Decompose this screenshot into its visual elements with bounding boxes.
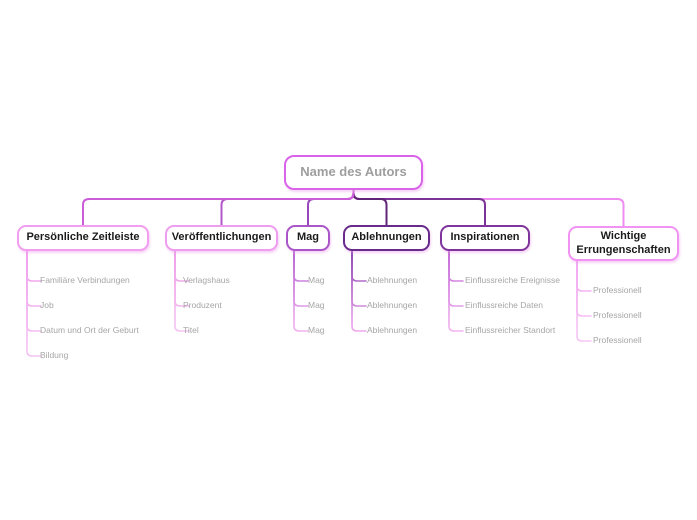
- topic-item[interactable]: Professionell: [593, 285, 642, 295]
- topic-item[interactable]: Titel: [183, 325, 199, 335]
- connector-line: [26, 250, 42, 307]
- branch-node-mag[interactable]: Mag: [286, 225, 330, 251]
- connector-line: [174, 250, 190, 332]
- topic-item[interactable]: Mag: [308, 275, 325, 285]
- connector-line: [351, 250, 367, 332]
- topic-item[interactable]: Einflussreiche Ereignisse: [465, 275, 560, 285]
- topic-item[interactable]: Professionell: [593, 335, 642, 345]
- topic-item[interactable]: Familiäre Verbindungen: [40, 275, 130, 285]
- branch-node-label: Persönliche Zeitleiste: [26, 231, 140, 244]
- branch-node-wichtige-errungenschaften[interactable]: Wichtige Errungenschaften: [568, 226, 679, 261]
- connector-line: [352, 189, 625, 227]
- topic-item[interactable]: Ablehnungen: [367, 275, 418, 285]
- topic-item[interactable]: Verlagshaus: [183, 275, 230, 285]
- topic-item[interactable]: Datum und Ort der Geburt: [40, 325, 139, 335]
- connector-line: [82, 189, 355, 226]
- connector-line: [293, 250, 309, 307]
- topic-item[interactable]: Einflussreicher Standort: [465, 325, 556, 335]
- connector-line: [576, 260, 592, 317]
- branch-node-inspirationen[interactable]: Inspirationen: [440, 225, 530, 251]
- root-node-label: Name des Autors: [300, 164, 407, 180]
- connector-line: [351, 250, 367, 282]
- connector-line: [448, 250, 464, 307]
- branch-node-ablehnungen[interactable]: Ablehnungen: [343, 225, 430, 251]
- topic-item[interactable]: Professionell: [593, 310, 642, 320]
- connector-line: [26, 250, 42, 357]
- topic-item[interactable]: Ablehnungen: [367, 300, 418, 310]
- branch-node-persoenliche-zeitleiste[interactable]: Persönliche Zeitleiste: [17, 225, 149, 251]
- connector-line: [576, 260, 592, 342]
- connector-line: [26, 250, 42, 282]
- connector-line: [351, 250, 367, 307]
- connector-line: [448, 250, 464, 332]
- topic-item[interactable]: Produzent: [183, 300, 222, 310]
- connector-line: [448, 250, 464, 282]
- topic-item[interactable]: Mag: [308, 300, 325, 310]
- connector-line: [352, 189, 486, 226]
- connector-line: [220, 189, 355, 226]
- root-node[interactable]: Name des Autors: [284, 155, 423, 190]
- topic-item[interactable]: Mag: [308, 325, 325, 335]
- branch-node-label: Ablehnungen: [351, 231, 422, 244]
- topic-item[interactable]: Einflussreiche Daten: [465, 300, 543, 310]
- connector-line: [293, 250, 309, 332]
- connector-line: [352, 189, 388, 226]
- connector-line: [307, 189, 355, 226]
- connector-line: [576, 260, 592, 292]
- branch-node-label: Inspirationen: [450, 231, 520, 244]
- branch-node-label: Mag: [297, 231, 319, 244]
- connector-line: [26, 250, 42, 332]
- topic-item[interactable]: Ablehnungen: [367, 325, 418, 335]
- branch-node-veroeffentlichungen[interactable]: Veröffentlichungen: [165, 225, 278, 251]
- branch-node-label: Veröffentlichungen: [171, 231, 272, 244]
- topic-item[interactable]: Job: [40, 300, 54, 310]
- connector-line: [293, 250, 309, 282]
- branch-node-label: Wichtige Errungenschaften: [576, 229, 671, 256]
- topic-item[interactable]: Bildung: [40, 350, 69, 360]
